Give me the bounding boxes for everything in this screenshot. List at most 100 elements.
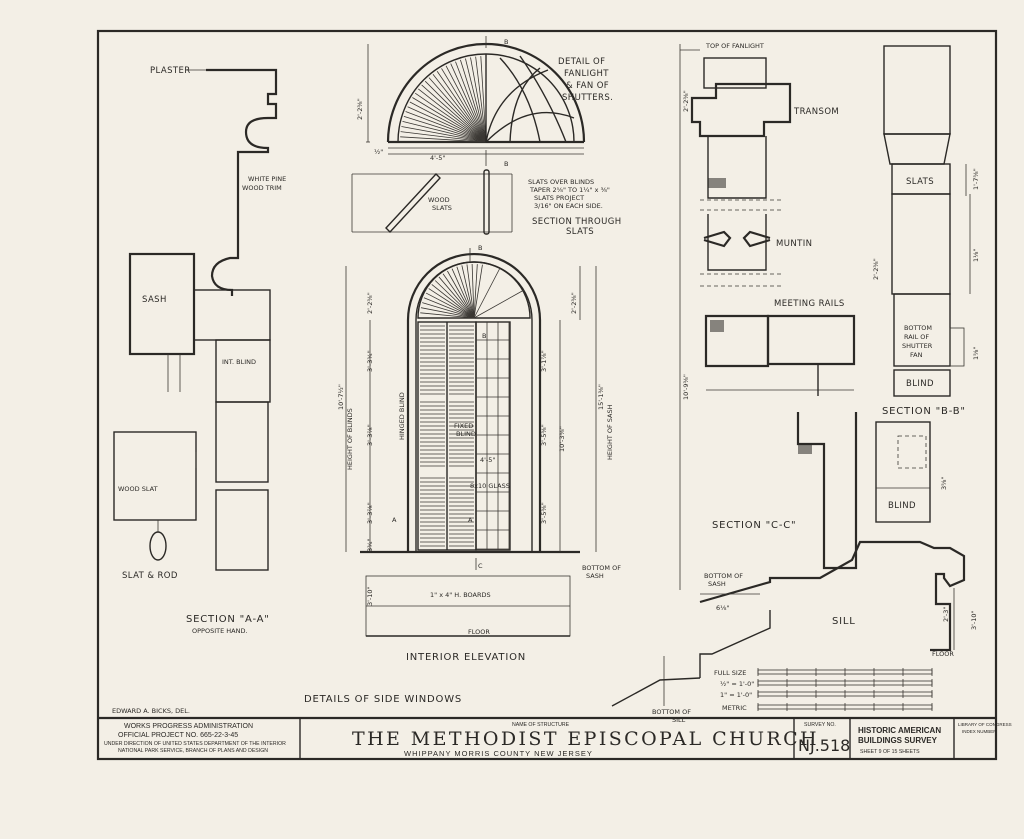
bottom-sill-1: BOTTOM OF (652, 708, 691, 716)
base-dim: 3'-10" (366, 586, 374, 606)
sash-10-dim: 10'-3⅜" (558, 426, 566, 452)
blind-dim-2: 3'-3⅞" (366, 424, 374, 446)
section-a-a-labels: PLASTER WHITE PINE WOOD TRIM SASH INT. B… (118, 66, 286, 635)
sill-2-dim: 3'-10" (970, 610, 978, 630)
slats-note-1: SLATS OVER BLINDS (528, 178, 594, 186)
section-c-c-title: SECTION "C-C" (712, 520, 796, 531)
bb-r1-dim: 1⅛" (972, 249, 980, 262)
cc-top-dim: 2'-2⅜" (682, 90, 690, 112)
interior-elevation-drawing (345, 248, 597, 637)
transom-label: TRANSOM (793, 107, 839, 117)
width-dim: 4'-5" (480, 456, 495, 464)
bottom-rail-3: SHUTTER (902, 342, 933, 350)
survey-number: NJ.518 (798, 736, 850, 755)
slat-rod-label: SLAT & ROD (122, 571, 178, 581)
small-dim: 3¾" (366, 539, 374, 552)
sash-dim-2: 3'-5⅜" (540, 424, 548, 446)
loc-line-1: LIBRARY OF CONGRESS (958, 722, 1012, 727)
scale-half: ½" = 1'-0" (720, 680, 754, 688)
boards-label: 1" x 4" H. BOARDS (430, 591, 491, 599)
loc-line-2: INDEX NUMBER (962, 729, 997, 734)
fan-height-dim: 2'-2⅜" (356, 98, 364, 120)
bottom-rail-1: BOTTOM (904, 324, 932, 332)
section-a-a-title: SECTION "A-A" (186, 614, 270, 625)
sash-dim-1: 3'-1⅞" (540, 350, 548, 372)
floor-label: FLOOR (468, 628, 490, 636)
structure-name: THE METHODIST EPISCOPAL CHURCH (352, 728, 819, 750)
fanlight-detail-2: FANLIGHT (564, 69, 609, 79)
white-pine-label-1: WHITE PINE (248, 175, 286, 183)
b-marker-elev: B (478, 244, 482, 252)
white-pine-label-2: WOOD TRIM (242, 184, 282, 192)
blind2-label: BLIND (888, 501, 916, 511)
bb-r2-dim: 1⅝" (972, 347, 980, 360)
hinged-blind-label: HINGED BLIND (398, 392, 406, 440)
muntin-label: MUNTIN (776, 239, 812, 249)
plaster-label: PLASTER (150, 66, 191, 76)
sash-total-dim: 15'-1⅜" (597, 384, 605, 410)
sill-3-dim: 6⅛" (716, 604, 729, 612)
fan-width-dim: 4'-5" (430, 154, 445, 162)
a-marker-right: A (468, 516, 473, 524)
blind-dim-3: 3'-3⅞" (366, 502, 374, 524)
fanlight-detail-4: SHUTTERS. (562, 93, 613, 103)
wpa-line-2: OFFICIAL PROJECT NO. 665-22-3-45 (118, 732, 238, 739)
scale-one: 1" = 1'-0" (720, 691, 752, 699)
sill-1-dim: 2'-3" (942, 607, 950, 622)
habs-line-2: BUILDINGS SURVEY (858, 736, 938, 745)
bottom-rail-4: FAN (910, 351, 923, 359)
arch-height-dim: 2'-2⅜" (366, 292, 374, 314)
blinds-total-dim: 10'-7½" (337, 384, 345, 410)
blind-label: BLIND (906, 379, 934, 389)
height-blinds-label: HEIGHT OF BLINDS (346, 408, 354, 470)
wpa-small-2: NATIONAL PARK SERVICE, BRANCH OF PLANS A… (118, 748, 268, 754)
wood-slats-2: SLATS (432, 204, 452, 212)
section-b-b-labels: SLATS BOTTOM RAIL OF SHUTTER FAN BLIND S… (872, 168, 980, 658)
wpa-small-1: UNDER DIRECTION OF UNITED STATES DEPARTM… (104, 741, 286, 747)
slats-note-4: 3/16" ON EACH SIDE. (534, 202, 603, 210)
blind-h-dim: 3⅝" (940, 477, 948, 490)
sash-dim-3: 3'-5⅜" (540, 502, 548, 524)
fanlight-labels: DETAIL OF FANLIGHT & FAN OF SHUTTERS. 2'… (356, 38, 613, 168)
bottom-sill-2: SILL (672, 716, 686, 724)
section-b-b-drawing (875, 45, 971, 650)
scale-metric: METRIC (722, 704, 747, 712)
section-b-b-title: SECTION "B-B" (882, 406, 966, 417)
interior-elevation-labels: B B C A A HINGED BLIND FIXED BLIND 8x10 … (337, 244, 621, 663)
structure-location: WHIPPANY MORRIS COUNTY NEW JERSEY (404, 749, 593, 758)
bottom-sash-2: SASH (586, 572, 604, 580)
cc-total-dim: 10'-9⅜" (682, 374, 690, 400)
section-slats-1: SECTION THROUGH (532, 217, 622, 227)
glass-label: 8x10 GLASS (470, 482, 510, 490)
wood-slats-1: WOOD (428, 196, 450, 204)
slats-label: SLATS (906, 177, 934, 187)
slats-section-labels: SLATS OVER BLINDS TAPER 2⅝" TO 1¼" x ⅜" … (428, 178, 622, 237)
title-block (98, 716, 996, 759)
bottom-sash-r-1: BOTTOM OF (704, 572, 743, 580)
fanlight-detail-3: & FAN OF (566, 81, 609, 91)
fixed-blind-2: BLIND (456, 430, 476, 438)
sash-label: SASH (142, 295, 167, 305)
opposite-hand-label: OPPOSITE HAND. (192, 627, 248, 635)
title-block-text: WORKS PROGRESS ADMINISTRATION OFFICIAL P… (104, 722, 1012, 758)
delineator-credit: EDWARD A. BICKS, DEL. (112, 707, 190, 715)
sheet-border (96, 29, 998, 761)
slats-note-3: SLATS PROJECT (534, 194, 584, 202)
section-a-a-drawing (113, 68, 278, 571)
habs-line-1: HISTORIC AMERICAN (858, 726, 941, 735)
bottom-sash-1: BOTTOM OF (582, 564, 621, 572)
fixed-blind-1: FIXED (454, 422, 473, 430)
b-marker-bottom: B (504, 160, 508, 168)
int-blind-label: INT. BLIND (222, 358, 256, 366)
bottom-sash-r-2: SASH (708, 580, 726, 588)
fan-half-dim: ½" (374, 148, 383, 156)
b-marker-top: B (504, 38, 508, 46)
structure-name-label: NAME OF STRUCTURE (512, 722, 570, 728)
scale-full: FULL SIZE (714, 669, 746, 677)
floor-r-label: FLOOR (932, 650, 954, 658)
blind-dim-1: 3'-3¾" (366, 350, 374, 372)
slats-section-drawing (351, 169, 513, 235)
section-c-c-labels: TOP OF FANLIGHT 2'-2⅜" TRANSOM MUNTIN ME… (652, 42, 855, 724)
